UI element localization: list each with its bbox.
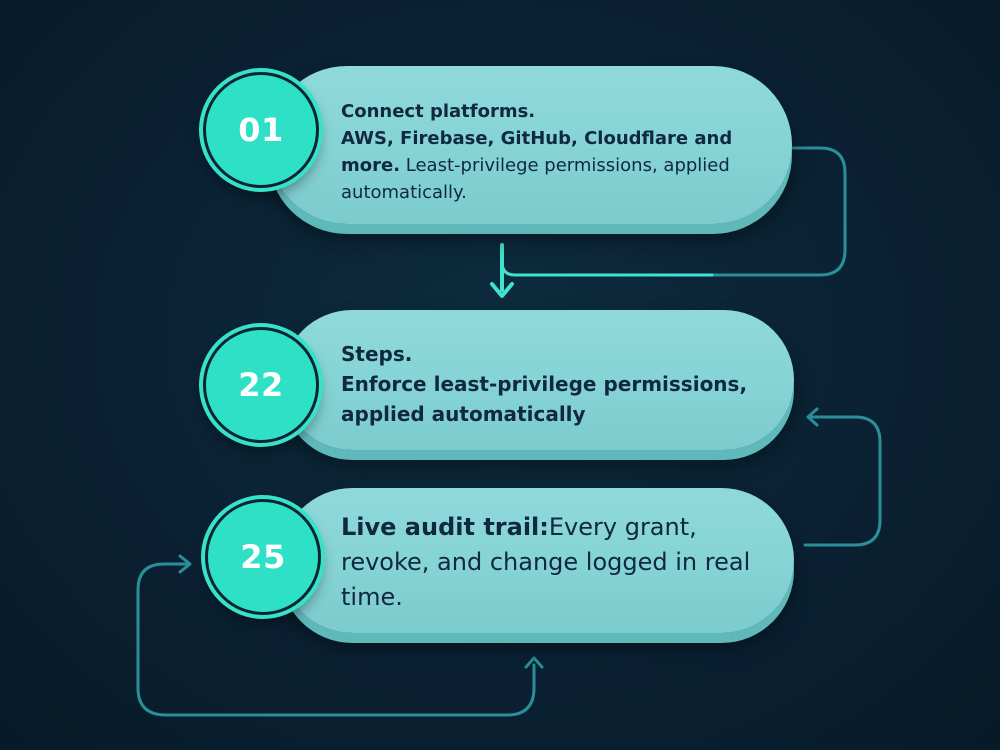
step-2-text: Steps. Enforce least-privilege permissio… [341, 339, 771, 429]
step-1-body: AWS, Firebase, GitHub, Cloudflare and mo… [341, 125, 761, 206]
arrow-down-icon [490, 282, 514, 298]
step-1-detail: Least-privilege permissions, applied aut… [341, 155, 730, 203]
connector-bottom-loop [136, 562, 536, 717]
step-1-emphasis: AWS, Firebase, GitHub, Cloudflare and mo… [341, 128, 733, 176]
step-2-emphasis: Enforce least-privilege permissions, app… [341, 372, 748, 426]
connector-step1-to-step2-highlight [500, 260, 714, 277]
arrow-up-icon [524, 656, 544, 669]
step-2-number: 22 [238, 366, 284, 404]
step-3-text: Live audit trail:Every grant, revoke, an… [341, 510, 761, 615]
step-1-text: Connect platforms. AWS, Firebase, GitHub… [341, 98, 761, 206]
connector-step3-to-step2 [803, 415, 882, 547]
step-2-number-badge: 22 [203, 327, 319, 443]
step-3-number: 25 [240, 538, 286, 576]
step-3-detail: Every grant, revoke, and change logged i… [341, 513, 751, 611]
step-1-number: 01 [238, 111, 284, 149]
step-1-number-badge: 01 [203, 72, 319, 188]
arrow-left-icon [806, 407, 819, 427]
step-3-number-badge: 25 [205, 499, 321, 615]
step-2-title: Steps. [341, 342, 413, 366]
step-3-emphasis: Live audit trail: [341, 513, 549, 541]
connector-step1-to-step2 [513, 146, 847, 277]
arrow-right-icon [178, 554, 192, 574]
step-2-card [282, 310, 794, 450]
step-1-card [268, 66, 792, 224]
step-1-title: Connect platforms. [341, 101, 536, 122]
step-3-card [280, 488, 794, 633]
